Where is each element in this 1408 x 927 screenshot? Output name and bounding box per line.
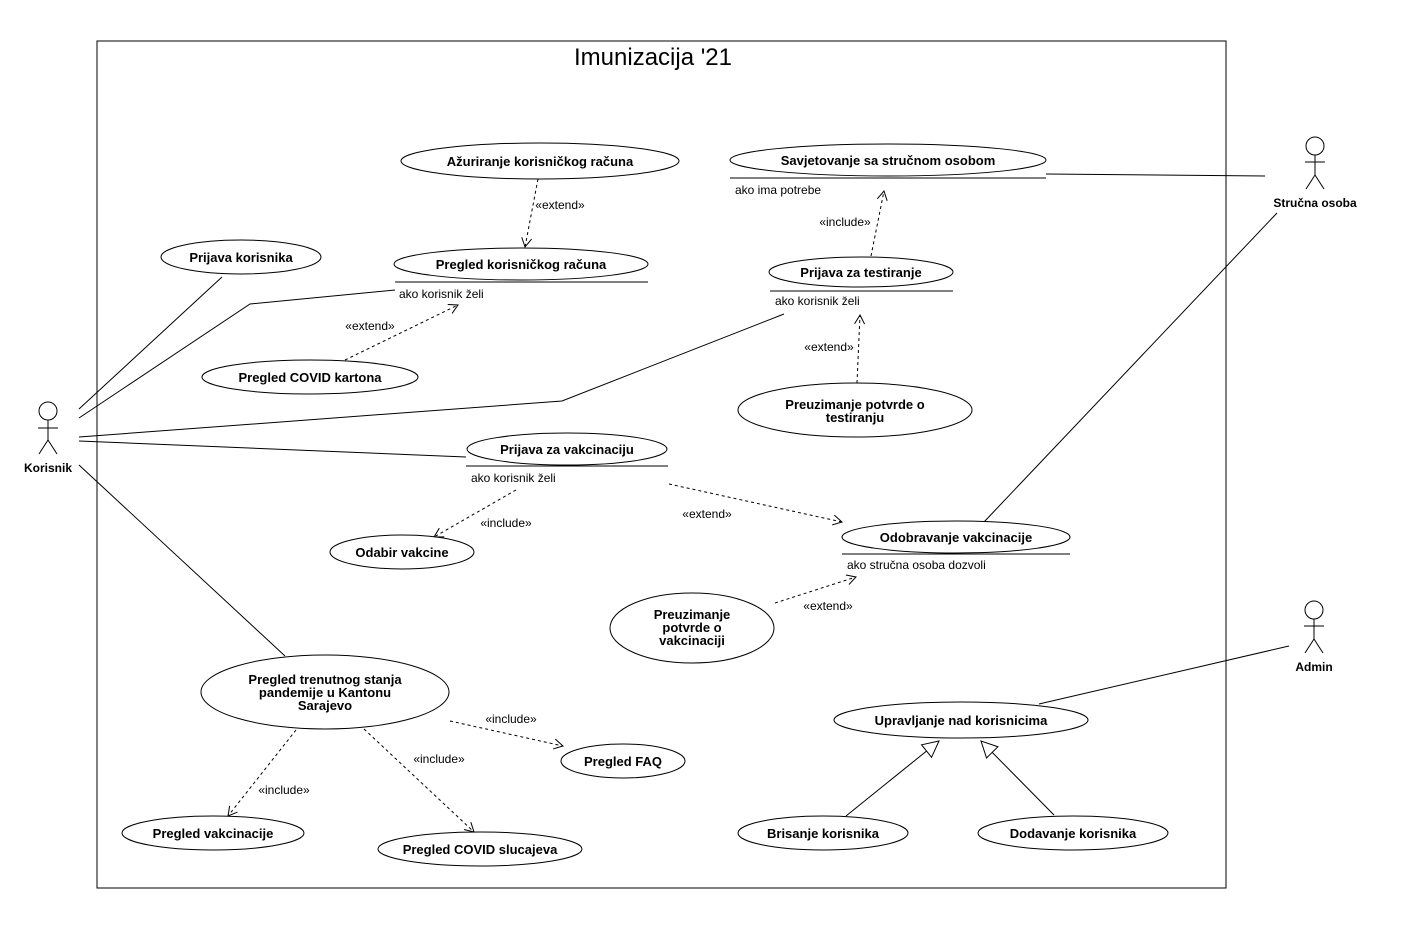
condition-label: ako stručna osoba dozvoli xyxy=(847,558,986,572)
usecase-label: testiranju xyxy=(826,410,885,425)
usecase-label: Prijava za vakcinaciju xyxy=(500,442,634,457)
assoc-korisnik-prijava-testiranje xyxy=(78,313,785,438)
usecase-pregled-faq[interactable]: Pregled FAQ xyxy=(560,743,686,779)
usecase-label: Preuzimanje xyxy=(654,607,731,622)
stereotype-label: «include» xyxy=(413,752,465,766)
usecase-dodavanje-korisnika[interactable]: Dodavanje korisnika xyxy=(977,815,1169,851)
usecase-odabir-vakcine[interactable]: Odabir vakcine xyxy=(329,534,475,570)
assoc-korisnik-prijava-vakcinaciju xyxy=(78,440,467,458)
stereotype-label: «extend» xyxy=(803,599,853,613)
stick-figure-icon xyxy=(38,401,58,455)
associations xyxy=(78,173,1290,705)
assoc-korisnik-prijava-korisnika xyxy=(78,276,223,410)
usecase-savjetovanje[interactable]: Savjetovanje sa stručnom osobom ako ima … xyxy=(729,143,1047,197)
dependencies xyxy=(227,178,888,833)
stereotype-label: «include» xyxy=(819,215,871,229)
stick-figure-icon xyxy=(1305,136,1325,190)
assoc-admin-upravljanje xyxy=(1038,645,1290,705)
usecase-label: Savjetovanje sa stručnom osobom xyxy=(781,153,996,168)
stereotype-label: «extend» xyxy=(804,340,854,354)
usecase-pregled-covid-slucajeva[interactable]: Pregled COVID slucajeva xyxy=(377,831,583,867)
actor-label: Korisnik xyxy=(24,461,72,475)
usecase-label: Pregled FAQ xyxy=(584,754,662,769)
assoc-korisnik-pregled-racuna xyxy=(78,289,396,419)
generalization-dodavanje xyxy=(980,740,1055,816)
stereotype-label: «include» xyxy=(258,783,310,797)
stick-figure-icon xyxy=(1304,600,1324,654)
include-arrow-faq xyxy=(449,720,565,750)
usecase-label: Odabir vakcine xyxy=(355,545,448,560)
include-arrow-odabir-vakcine xyxy=(433,489,517,538)
condition-label: ako korisnik želi xyxy=(471,471,556,485)
stereotype-label: «include» xyxy=(480,516,532,530)
assoc-korisnik-pregled-stanja xyxy=(78,464,286,657)
system-boundary xyxy=(96,40,1227,889)
usecase-label: potvrde o xyxy=(662,620,721,635)
usecase-pregled-vakcinacije[interactable]: Pregled vakcinacije xyxy=(121,815,305,851)
stereotype-label: «extend» xyxy=(345,319,395,333)
stereotype-label: «extend» xyxy=(682,507,732,521)
usecase-label: Pregled COVID slucajeva xyxy=(403,842,558,857)
actor-strucna-osoba[interactable]: Stručna osoba xyxy=(1273,136,1357,210)
usecase-pregled-stanja-pandemije[interactable]: Pregled trenutnog stanja pandemije u Kan… xyxy=(200,654,450,730)
usecase-upravljanje-korisnicima[interactable]: Upravljanje nad korisnicima xyxy=(833,701,1089,739)
usecase-label: Prijava korisnika xyxy=(189,250,293,265)
condition-label: ako ima potrebe xyxy=(735,183,821,197)
usecase-azuriranje-racuna[interactable]: Ažuriranje korisničkog računa xyxy=(400,142,680,180)
usecase-label: vakcinaciji xyxy=(659,633,725,648)
stereotype-labels: «extend» «extend» «include» «extend» «in… xyxy=(258,198,871,797)
usecase-pregled-covid-kartona[interactable]: Pregled COVID kartona xyxy=(201,359,419,395)
stereotype-label: «extend» xyxy=(535,198,585,212)
usecase-label: Ažuriranje korisničkog računa xyxy=(447,154,634,169)
usecase-label: Pregled trenutnog stanja xyxy=(248,672,402,687)
usecase-label: pandemije u Kantonu xyxy=(259,685,391,700)
usecase-prijava-korisnika[interactable]: Prijava korisnika xyxy=(160,239,322,275)
extend-arrow-preuzimanje-testiranje xyxy=(854,313,866,384)
usecase-label: Pregled vakcinacije xyxy=(153,826,274,841)
usecase-label: Upravljanje nad korisnicima xyxy=(875,713,1048,728)
usecase-label: Brisanje korisnika xyxy=(767,826,880,841)
usecase-label: Pregled COVID kartona xyxy=(238,370,382,385)
condition-label: ako korisnik želi xyxy=(775,294,860,308)
extend-arrow-azuriranje xyxy=(521,178,539,249)
include-arrow-savjetovanje xyxy=(870,189,888,257)
usecase-label: Preuzimanje potvrde o xyxy=(785,397,924,412)
usecase-label: Pregled korisničkog računa xyxy=(436,257,607,272)
actor-korisnik[interactable]: Korisnik xyxy=(24,401,72,475)
diagram-title: Imunizacija '21 xyxy=(574,44,732,71)
generalizations xyxy=(845,740,1055,817)
assoc-strucna-odobravanje xyxy=(983,212,1278,523)
usecase-odobravanje-vakcinacije[interactable]: Odobravanje vakcinacije ako stručna osob… xyxy=(841,520,1071,572)
usecase-preuzimanje-testiranje[interactable]: Preuzimanje potvrde o testiranju xyxy=(737,382,973,438)
condition-label: ako korisnik želi xyxy=(399,287,484,301)
extend-arrow-covid-karton xyxy=(344,303,459,361)
usecase-label: Sarajevo xyxy=(298,698,352,713)
usecase-label: Dodavanje korisnika xyxy=(1010,826,1137,841)
actor-label: Stručna osoba xyxy=(1273,196,1357,210)
generalization-brisanje xyxy=(845,740,940,817)
usecase-brisanje-korisnika[interactable]: Brisanje korisnika xyxy=(737,815,909,851)
include-arrow-pregled-vakcinacije xyxy=(227,729,297,817)
include-arrow-covid-slucajeva xyxy=(363,728,475,833)
extend-arrow-preuzimanje-vakcinaciji xyxy=(774,574,857,604)
usecase-label: Odobravanje vakcinacije xyxy=(880,530,1032,545)
stereotype-label: «include» xyxy=(485,712,537,726)
usecase-prijava-vakcinaciju[interactable]: Prijava za vakcinaciju ako korisnik želi xyxy=(466,432,668,485)
actor-admin[interactable]: Admin xyxy=(1295,600,1333,674)
usecase-pregled-racuna[interactable]: Pregled korisničkog računa ako korisnik … xyxy=(393,247,649,301)
assoc-strucna-savjetovanje xyxy=(1045,173,1266,177)
usecase-prijava-testiranje[interactable]: Prijava za testiranje ako korisnik želi xyxy=(768,256,954,308)
usecase-preuzimanje-vakcinaciji[interactable]: Preuzimanje potvrde o vakcinaciji xyxy=(609,592,775,664)
actor-label: Admin xyxy=(1295,660,1332,674)
usecase-label: Prijava za testiranje xyxy=(800,265,921,280)
